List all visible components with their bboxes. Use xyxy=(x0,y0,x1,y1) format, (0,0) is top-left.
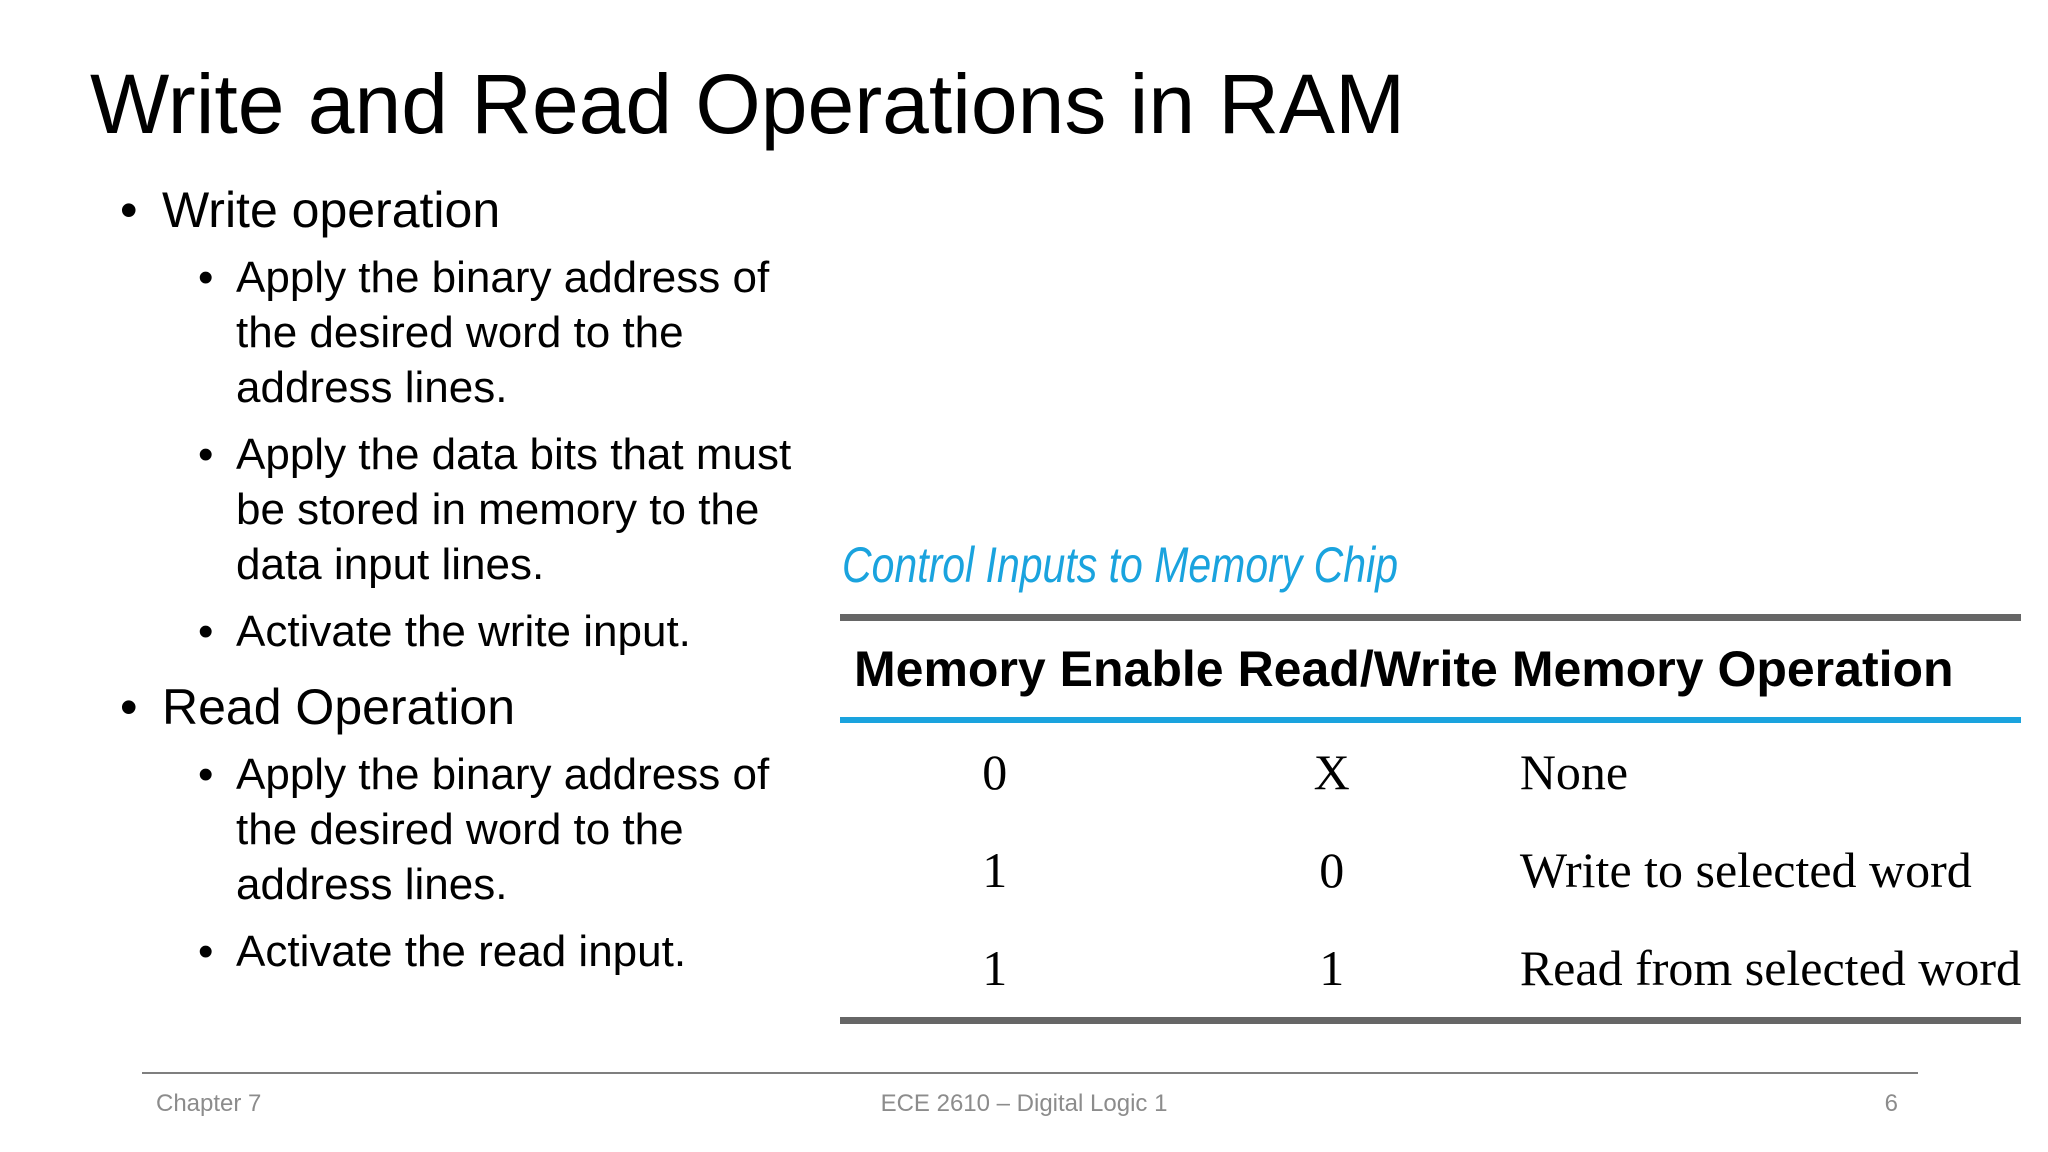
bullet-dot: • xyxy=(198,927,214,976)
bullet-read-operation: • Read Operation xyxy=(120,677,840,737)
slide-title: Write and Read Operations in RAM xyxy=(90,57,1406,151)
read-step: • Apply the binary address of the desire… xyxy=(198,747,840,912)
bullet-heading: Read Operation xyxy=(162,679,516,735)
write-step: • Apply the binary address of the desire… xyxy=(198,250,840,415)
bullet-dot: • xyxy=(120,182,138,238)
read-step: • Activate the read input. xyxy=(198,924,840,979)
cell-memory-enable: 0 xyxy=(982,744,1008,800)
cell-memory-enable: 1 xyxy=(840,919,1224,1024)
bullet-write-operation: • Write operation xyxy=(120,180,840,240)
bullet-list: • Write operation • Apply the binary add… xyxy=(120,180,840,991)
control-inputs-table: Memory Enable Read/Write Memory Operatio… xyxy=(840,614,2022,1024)
cell-read-write: 0 xyxy=(1319,842,1345,898)
table-header-row: Memory Enable Read/Write Memory Operatio… xyxy=(840,614,2022,723)
bullet-dot: • xyxy=(198,607,214,656)
step-text: Apply the binary address of the desired … xyxy=(236,750,770,909)
header-memory-operation: Memory Operation xyxy=(1497,614,2022,723)
bullet-dot: • xyxy=(198,750,214,799)
table-row: 1 0 Write to selected word xyxy=(840,821,2021,919)
bullet-dot: • xyxy=(198,253,214,302)
cell-read-write: X xyxy=(1313,744,1350,800)
read-steps: • Apply the binary address of the desire… xyxy=(198,747,840,979)
table-row: 0 X None xyxy=(840,720,2021,821)
header-read-write: Read/Write xyxy=(1223,614,1498,723)
footer-divider xyxy=(142,1072,1918,1074)
bullet-dot: • xyxy=(120,679,138,735)
cell-memory-enable: 1 xyxy=(982,842,1008,898)
bullet-heading: Write operation xyxy=(162,182,501,238)
bullet-dot: • xyxy=(198,430,214,479)
footer-course: ECE 2610 – Digital Logic 1 xyxy=(880,1090,1168,1117)
cell-read-write: 1 xyxy=(1223,919,1498,1024)
step-text: Apply the binary address of the desired … xyxy=(236,253,770,412)
cell-memory-operation: Write to selected word xyxy=(1519,842,1972,898)
cell-memory-operation: None xyxy=(1519,744,1629,800)
table-caption: Control Inputs to Memory Chip xyxy=(842,537,1399,593)
footer-page-number: 6 xyxy=(1884,1090,1898,1117)
table-row: 1 1 Read from selected word xyxy=(840,919,2022,1024)
cell-memory-operation: Read from selected word xyxy=(1497,919,2022,1024)
write-step: • Apply the data bits that must be store… xyxy=(198,427,840,592)
step-text: Activate the write input. xyxy=(236,607,691,656)
write-steps: • Apply the binary address of the desire… xyxy=(198,250,840,659)
step-text: Apply the data bits that must be stored … xyxy=(236,430,792,589)
header-memory-enable: Memory Enable xyxy=(840,614,1224,723)
write-step: • Activate the write input. xyxy=(198,604,840,659)
step-text: Activate the read input. xyxy=(236,927,687,976)
footer-chapter: Chapter 7 xyxy=(156,1090,262,1117)
